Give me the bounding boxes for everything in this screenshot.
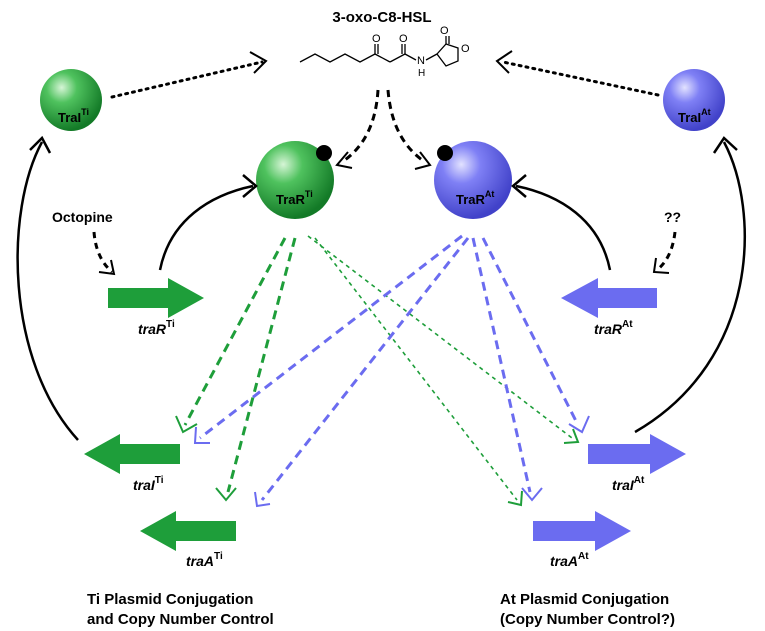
atom-h: H — [418, 68, 425, 79]
signal-to-trar-at-arrowhead — [414, 151, 432, 170]
trai-at-gene-label: traIAt — [612, 475, 645, 493]
trar-ti-expression-arrowhead — [242, 174, 258, 198]
atom-o-ketone: O — [372, 33, 381, 45]
trai-ti-sphere: TraITi — [40, 69, 102, 131]
traa-at-gene-label: traAAt — [550, 551, 589, 569]
unknown-inducer-label: ?? — [664, 209, 681, 225]
trai-at-expression-arrowhead — [712, 136, 738, 154]
trar-at-to-trai-ti-arrowhead — [193, 426, 210, 444]
trar-at-sphere: TraRAt — [434, 141, 512, 219]
trar-at-to-traa-ti-arrowhead — [254, 491, 271, 508]
trai-at-expression-arrow — [634, 141, 747, 434]
trar-ti-to-traa-ti-arrowhead — [215, 487, 237, 502]
trar-ti-expression-arrow — [158, 184, 254, 271]
trai-at-synthesis-arrow — [501, 60, 660, 97]
trai-at-sphere: TraIAt — [663, 69, 725, 131]
traa-ti-gene-arrow — [140, 511, 236, 551]
trar-at-to-trai-ti-arrow — [199, 234, 463, 440]
trai-ti-synthesis-arrowhead — [249, 51, 268, 74]
trar-at-to-traa-at-arrowhead — [521, 487, 543, 502]
trar-ti-gene-label: traRTi — [138, 319, 175, 337]
trar-ti-to-trai-at-arrowhead — [563, 428, 580, 444]
molecule-structure — [299, 36, 459, 67]
trar-ti-to-traa-at-arrow — [314, 237, 518, 501]
trar-ti-to-trai-ti-arrowhead — [175, 415, 198, 434]
svg-text:TraITi: TraITi — [58, 107, 89, 125]
molecule-title: 3-oxo-C8-HSL — [332, 9, 431, 26]
traa-ti-gene-label: traATi — [186, 551, 223, 569]
at-caption-line1: At Plasmid Conjugation — [500, 591, 669, 608]
trar-at-to-traa-ti-arrow — [260, 237, 470, 501]
at-caption-line2: (Copy Number Control?) — [500, 611, 675, 628]
trai-ti-expression-arrowhead — [29, 135, 52, 154]
trar-at-gene-label: traRAt — [594, 319, 633, 337]
trai-ti-synthesis-arrow — [110, 60, 264, 99]
traa-at-gene-arrow — [533, 511, 631, 551]
svg-text:TraRTi: TraRTi — [276, 189, 313, 207]
trai-ti-gene-label: traITi — [133, 475, 164, 493]
trai-ti-gene-arrow — [84, 434, 180, 474]
trar-ti-sphere: TraRTi — [256, 141, 334, 219]
atom-o-lactone-ring: O — [461, 43, 470, 55]
trar-at-expression-arrowhead — [511, 174, 527, 198]
ti-caption-line1: Ti Plasmid Conjugation — [87, 591, 253, 608]
trar-at-gene-arrow — [561, 278, 657, 318]
atom-o-lactone-carbonyl: O — [440, 25, 449, 37]
trar-ti-gene-arrow — [108, 278, 204, 318]
trar-at-bound-signal-dot — [437, 145, 453, 161]
signal-to-trar-at-arrow — [386, 89, 426, 164]
trar-ti-to-traa-ti-arrow — [226, 237, 297, 493]
trar-at-to-traa-at-arrow — [471, 237, 532, 493]
svg-text:TraIAt: TraIAt — [678, 107, 711, 125]
trar-ti-to-trai-ti-arrow — [183, 237, 287, 426]
trai-ti-expression-arrow — [16, 141, 79, 441]
svg-text:TraRAt: TraRAt — [456, 189, 494, 207]
trai-at-gene-arrow — [588, 434, 686, 474]
ti-caption-line2: and Copy Number Control — [87, 611, 274, 628]
unknown-inducer-arrowhead — [652, 257, 670, 274]
trar-at-expression-arrow — [515, 184, 612, 271]
atom-n: N — [417, 55, 425, 67]
octopine-arrow — [92, 231, 114, 274]
signal-to-trar-ti-arrow — [341, 89, 380, 164]
trar-at-to-trai-at-arrowhead — [568, 415, 590, 434]
trar-ti-to-traa-at-arrowhead — [507, 490, 523, 507]
trai-at-synthesis-arrowhead — [495, 50, 513, 74]
trar-ti-bound-signal-dot — [316, 145, 332, 161]
trar-at-to-trai-at-arrow — [481, 237, 580, 426]
octopine-arrowhead — [98, 259, 116, 276]
atom-o-amide: O — [399, 33, 408, 45]
signal-to-trar-ti-arrowhead — [335, 151, 353, 169]
octopine-label: Octopine — [52, 209, 113, 225]
unknown-inducer-arrow — [656, 231, 677, 272]
